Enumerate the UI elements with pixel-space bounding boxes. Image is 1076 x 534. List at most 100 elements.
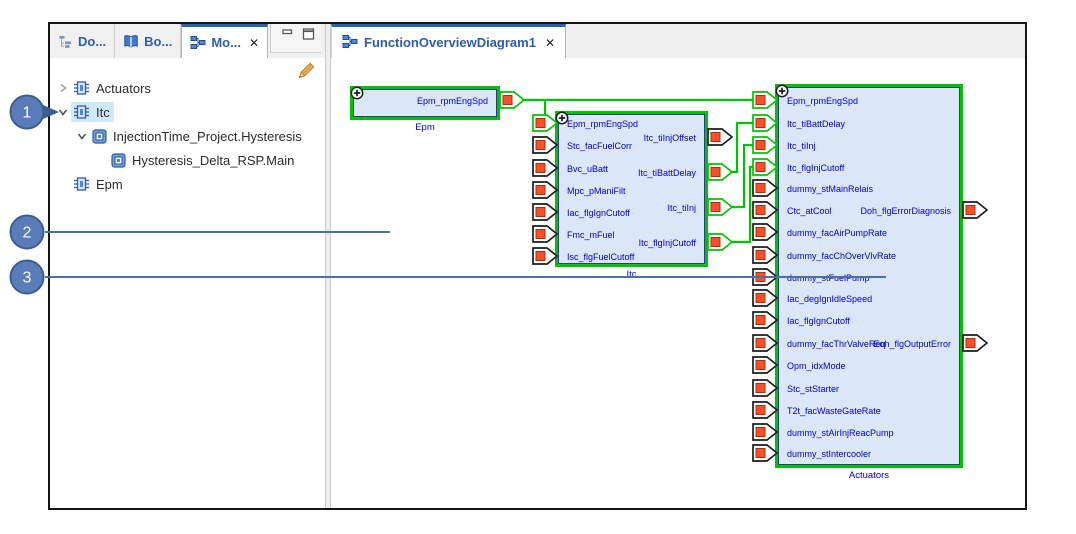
wire-itc-itc-tiinj-to-actuators-itc-tiinj[interactable] xyxy=(732,143,753,209)
port-stc-ststarter[interactable] xyxy=(752,379,779,397)
minimize-icon[interactable] xyxy=(281,28,294,40)
maximize-icon[interactable] xyxy=(302,28,315,40)
port-bvc-ubatt[interactable] xyxy=(532,159,559,177)
port-dummy-stmainrelais[interactable] xyxy=(752,179,779,197)
tree-entry: Itc xyxy=(71,102,114,122)
model-diagram-icon xyxy=(190,35,206,50)
port-label: dummy_stAirInjReacPump xyxy=(787,428,894,438)
port-fmc-mfuel[interactable] xyxy=(532,225,559,243)
port-itc-tiinjoffset[interactable] xyxy=(707,128,734,146)
tab-mo[interactable]: Mo... ✕ xyxy=(181,24,269,58)
port-dummy-stairinjreacpump[interactable] xyxy=(752,423,779,441)
port-label: Epm_rpmEngSpd xyxy=(567,119,639,129)
view-window-controls xyxy=(270,24,321,53)
port-label: Fmc_mFuel xyxy=(567,230,615,240)
port-itc-flginjcutoff[interactable] xyxy=(707,233,734,251)
port-iac-flgigncutoff[interactable] xyxy=(752,311,779,329)
tab-functionoverviewdiagram1[interactable]: FunctionOverviewDiagram1 ✕ xyxy=(331,24,567,58)
wire-itc-itc-flginjcutoff-to-actuators-itc-flginjcutoff[interactable] xyxy=(732,165,753,244)
tree-item-itc[interactable]: Itc xyxy=(50,100,325,124)
port-label: Bvc_uBatt xyxy=(567,164,609,174)
tab-label: Do... xyxy=(78,33,107,49)
port-dummy-facairpumprate[interactable] xyxy=(752,223,779,241)
port-label: dummy_stMainRelais xyxy=(787,184,874,194)
port-dummy-stfuelpump[interactable] xyxy=(752,268,779,286)
port-label: Iac_flgIgnCutoff xyxy=(787,316,850,326)
port-label: Itc_tiInj xyxy=(667,203,696,213)
tree-entry: InjectionTime_Project.Hysteresis xyxy=(90,127,306,146)
port-opm-idxmode[interactable] xyxy=(752,356,779,374)
port-epm-rpmengspd[interactable] xyxy=(499,91,526,109)
port-itc-tiinj[interactable] xyxy=(752,136,779,154)
editor-area: FunctionOverviewDiagram1 ✕ Epm_rpmEngSpd… xyxy=(331,24,1025,508)
expand-plus-icon[interactable] xyxy=(775,84,789,98)
tree-item-hysteresis-delta-rsp-main[interactable]: Hysteresis_Delta_RSP.Main xyxy=(50,148,325,172)
tree-item-epm[interactable]: Epm xyxy=(50,172,325,196)
block-caption: Itc xyxy=(626,269,637,280)
expand-plus-icon[interactable] xyxy=(350,86,364,100)
port-itc-tibattdelay[interactable] xyxy=(752,114,779,132)
port-label: Stc_stStarter xyxy=(787,384,840,394)
port-label: dummy_facChOverVlvRate xyxy=(787,251,897,261)
tree-label: Itc xyxy=(96,104,110,120)
panel-divider[interactable] xyxy=(325,24,331,508)
chevron-down-icon[interactable] xyxy=(73,130,90,142)
port-isc-flgfuelcutoff[interactable] xyxy=(532,247,559,265)
block-epm[interactable]: Epm_rpmEngSpd xyxy=(350,86,500,120)
port-label: dummy_facThrValveReq xyxy=(787,339,886,349)
port-doh-flgerrordiagnosis[interactable] xyxy=(962,201,989,219)
port-epm-rpmengspd[interactable] xyxy=(532,114,559,132)
port-label: T2t_facWasteGateRate xyxy=(787,406,881,416)
port-dummy-facchovervlvrate[interactable] xyxy=(752,246,779,264)
expand-plus-icon[interactable] xyxy=(555,111,569,125)
port-dummy-stintercooler[interactable] xyxy=(752,444,779,462)
port-label: Itc_tiInj xyxy=(787,141,816,151)
block-caption: Epm xyxy=(415,122,435,133)
callout-circle-3 xyxy=(9,259,45,295)
module-icon xyxy=(111,152,126,168)
port-itc-tibattdelay[interactable] xyxy=(707,163,734,181)
tab-do[interactable]: Do... xyxy=(50,24,116,58)
port-eoh-flgoutputerror[interactable] xyxy=(962,334,989,352)
port-label: Ctc_atCool xyxy=(787,206,832,216)
callout-number-3: 3 xyxy=(23,270,32,287)
close-icon[interactable]: ✕ xyxy=(544,35,556,50)
pencil-icon[interactable] xyxy=(295,61,316,82)
port-label: Itc_flgInjCutoff xyxy=(638,238,696,248)
port-label: Iac_flgIgnCutoff xyxy=(567,208,630,218)
chevron-down-icon[interactable] xyxy=(54,106,71,118)
port-iac-flgigncutoff[interactable] xyxy=(532,203,559,221)
tree-label: Epm xyxy=(96,176,123,192)
wire-itc-itc-tibattdelay-to-actuators-itc-tibattdelay[interactable] xyxy=(732,121,753,174)
port-label: dummy_stFuelPump xyxy=(787,273,870,283)
port-itc-flginjcutoff[interactable] xyxy=(752,158,779,176)
callout-number-1: 1 xyxy=(23,105,32,122)
component-icon xyxy=(73,104,90,120)
port-itc-tiinj[interactable] xyxy=(707,198,734,216)
tree-item-actuators[interactable]: Actuators xyxy=(50,76,325,100)
port-label: Opm_idxMode xyxy=(787,361,846,371)
port-epm-rpmengspd[interactable] xyxy=(752,91,779,109)
port-label: Iac_degIgnIdleSpeed xyxy=(787,294,873,304)
wire-layer xyxy=(524,98,753,244)
tab-label: Mo... xyxy=(211,35,241,50)
tab-bo[interactable]: Bo... xyxy=(115,24,182,58)
close-icon[interactable]: ✕ xyxy=(248,35,260,50)
explorer-tabstrip: Do... Bo... Mo... ✕ xyxy=(50,24,325,59)
component-icon xyxy=(73,80,90,96)
port-stc-facfuelcorr[interactable] xyxy=(532,136,559,154)
port-t2t-facwastegaterate[interactable] xyxy=(752,401,779,419)
chevron-right-icon[interactable] xyxy=(54,82,71,94)
port-mpc-pmanifilt[interactable] xyxy=(532,181,559,199)
port-ctc-atcool[interactable] xyxy=(752,201,779,219)
port-dummy-facthrvalvereq[interactable] xyxy=(752,334,779,352)
tree-item-injectiontime-project-hysteresis[interactable]: InjectionTime_Project.Hysteresis xyxy=(50,124,325,148)
callout-circle-2 xyxy=(9,214,45,250)
port-iac-degignidlespeed[interactable] xyxy=(752,289,779,307)
